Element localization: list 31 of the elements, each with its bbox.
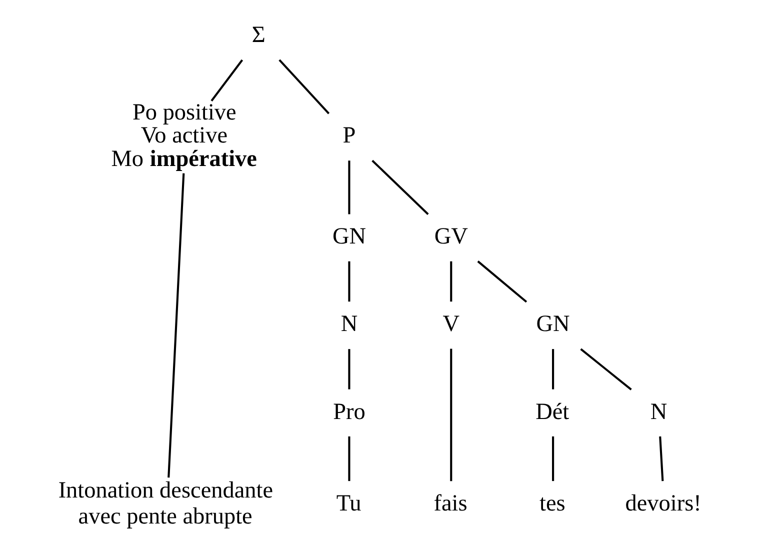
- connector: [348, 160, 350, 214]
- node-text: Σ: [252, 22, 266, 48]
- connector: [278, 59, 330, 114]
- node-text: V: [442, 311, 460, 338]
- connector: [477, 260, 528, 303]
- connector: [348, 261, 350, 302]
- connector: [210, 59, 244, 102]
- connector: [348, 436, 350, 482]
- connector: [552, 349, 554, 390]
- node-text: GV: [434, 223, 468, 250]
- node-text: Intonation descendante avec pente abrupte: [58, 477, 274, 530]
- connector: [580, 348, 632, 390]
- node-text: N: [340, 311, 358, 338]
- node-text: Tu: [336, 490, 362, 516]
- node-text: Dét: [536, 398, 570, 425]
- connector: [450, 261, 452, 302]
- node-text: Pro: [333, 398, 366, 425]
- node-text: tes: [539, 490, 566, 516]
- connector: [450, 348, 452, 482]
- node-text: GN: [332, 223, 366, 250]
- connector: [659, 436, 664, 482]
- connector: [372, 160, 429, 215]
- node-text: P: [342, 122, 356, 149]
- node-text: fais: [434, 490, 468, 516]
- node-text: devoirs!: [625, 490, 702, 516]
- connector: [348, 349, 350, 390]
- connector: [168, 173, 185, 478]
- connector: [552, 436, 554, 482]
- node-text: N: [650, 398, 668, 425]
- node-text: GN: [536, 311, 570, 338]
- node-text: Po positive Vo active Mo impérative: [111, 100, 257, 172]
